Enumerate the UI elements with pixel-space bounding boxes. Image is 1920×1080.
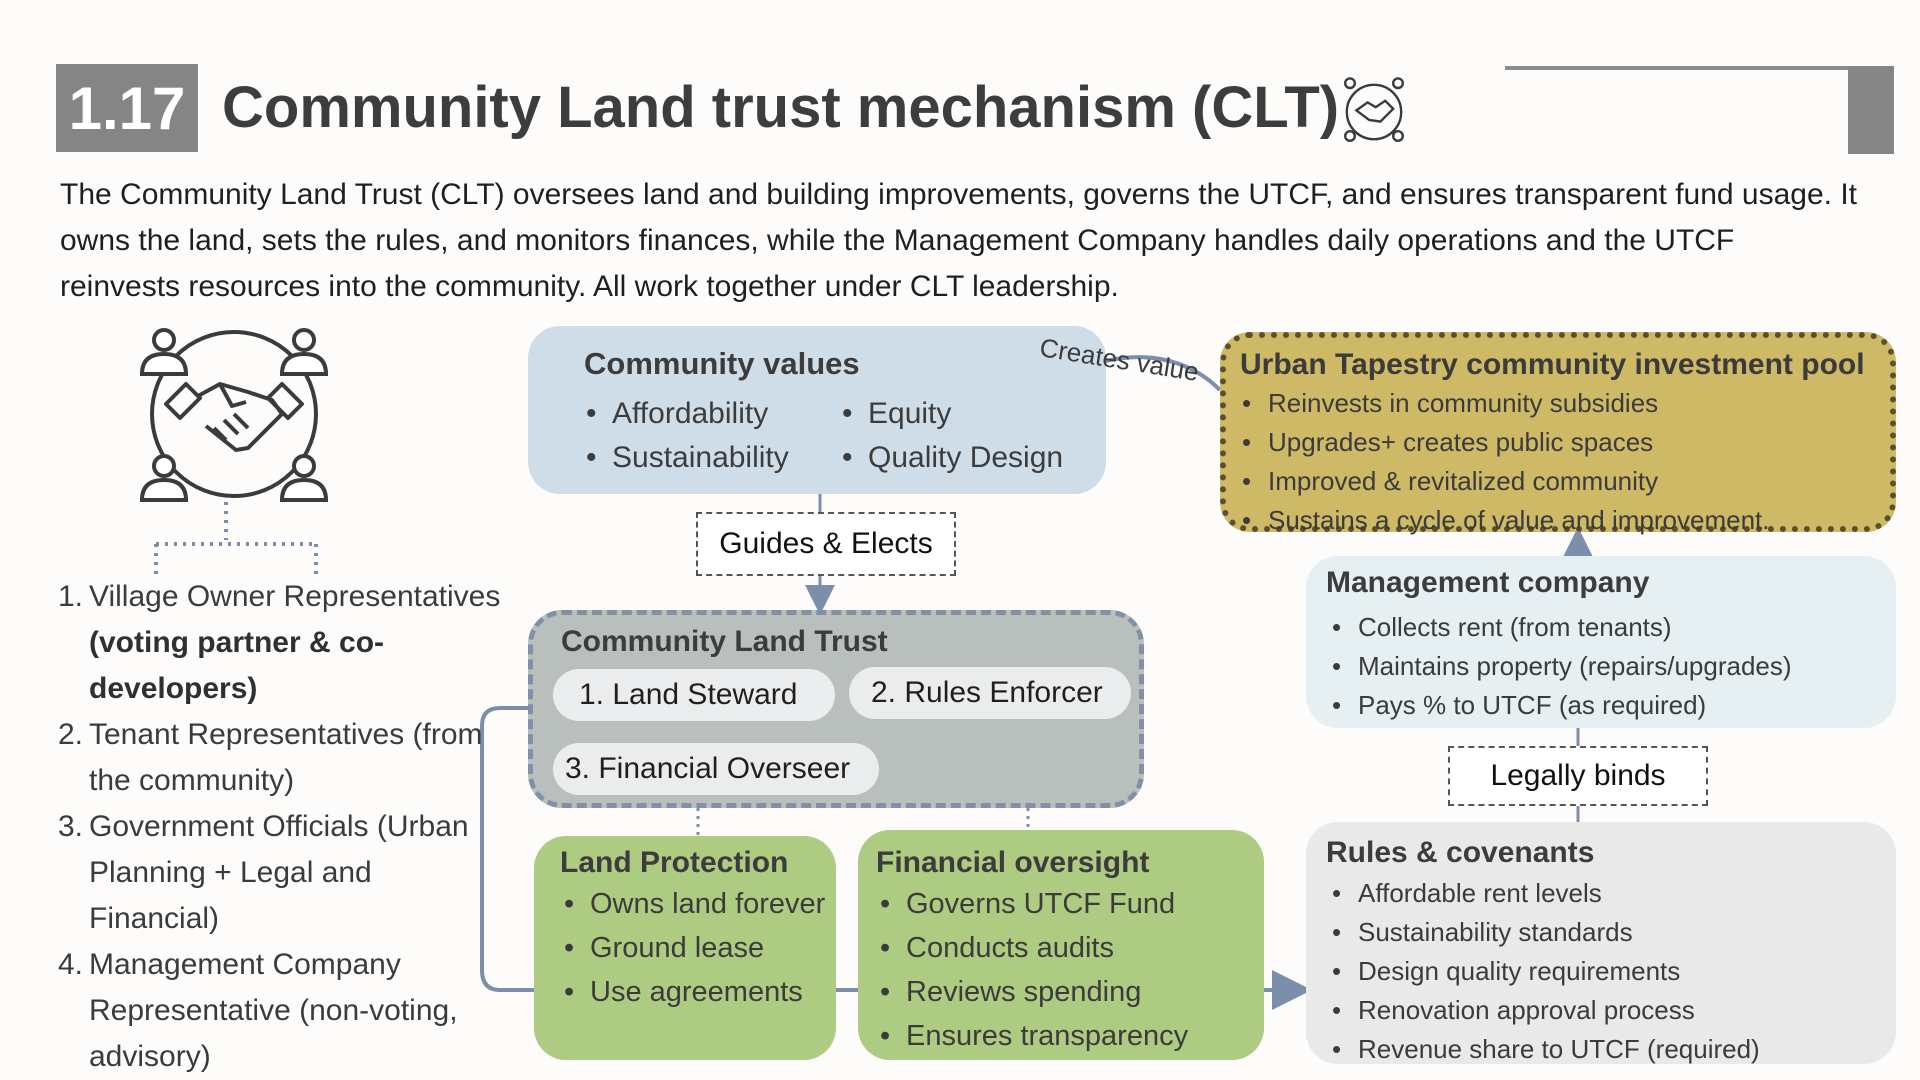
list-item: 2.Tenant Representatives (from the commu… [58,718,483,797]
list-item: 3.Government Officials (Urban Planning +… [58,810,469,935]
list-item: Sustains a cycle of value and improvemen… [1240,501,1890,540]
list-item: Reviews spending [878,970,1264,1014]
community-handshake-icon [139,328,329,502]
list-item: Collects rent (from tenants) [1330,608,1896,647]
list-item: Owns land forever [562,882,836,926]
box-title: Management company [1326,566,1650,599]
box-title: Urban Tapestry community investment pool [1240,348,1865,381]
list-item: Affordable rent levels [1330,874,1896,913]
list-item: Renovation approval process [1330,991,1896,1030]
decorative-line [1505,66,1850,70]
list-item: Sustainability [584,436,840,480]
box-title: Land Protection [560,846,789,879]
box-title: Community values [584,346,860,381]
decorative-block [1848,66,1894,154]
page-title: Community Land trust mechanism (CLT) [222,75,1340,140]
box-title: Financial oversight [876,846,1150,879]
box-title: Rules & covenants [1326,836,1595,869]
list-item: Governs UTCF Fund [878,882,1264,926]
role-pill-rules-enforcer: 2. Rules Enforcer [849,667,1131,719]
member-list: 1.Village Owner Representatives (voting … [58,574,508,1080]
financial-oversight-box: Financial oversight Governs UTCF Fund Co… [858,830,1264,1060]
list-item: Maintains property (repairs/upgrades) [1330,647,1896,686]
list-item: Design quality requirements [1330,952,1896,991]
list-item: Ground lease [562,926,836,970]
community-land-trust-box: Community Land Trust 1. Land Steward 2. … [528,610,1144,808]
legally-binds-label: Legally binds [1448,746,1708,806]
list-item: Equity [840,392,1080,436]
rules-covenants-box: Rules & covenants Affordable rent levels… [1306,822,1896,1069]
list-item: Reinvests in community subsidies [1240,384,1890,423]
community-handshake-icon [1344,77,1404,142]
list-item: Quality Design [840,436,1080,480]
role-pill-land-steward: 1. Land Steward [553,669,835,721]
intro-paragraph: The Community Land Trust (CLT) oversees … [60,178,1858,303]
list-item: Revenue share to UTCF (required) [1330,1030,1896,1069]
list-item: Pays % to UTCF (as required) [1330,686,1896,725]
list-item: Upgrades+ creates public spaces [1240,423,1890,462]
land-protection-box: Land Protection Owns land forever Ground… [534,836,836,1060]
list-item: Conducts audits [878,926,1264,970]
list-item: Ensures transparency [878,1014,1264,1058]
list-item: Affordability [584,392,840,436]
list-item: Sustainability standards [1330,913,1896,952]
role-pill-financial-overseer: 3. Financial Overseer [553,743,879,795]
community-values-box: Community values Affordability Equity Su… [528,326,1106,494]
section-number: 1.17 [56,64,198,152]
list-item: 4.Management Company Representative (non… [58,948,458,1073]
guides-elects-label: Guides & Elects [696,512,956,576]
box-title: Community Land Trust [561,625,888,658]
list-item: 1.Village Owner Representatives (voting … [58,580,501,705]
list-item: Improved & revitalized community [1240,462,1890,501]
list-item: Use agreements [562,970,836,1014]
investment-pool-box: Urban Tapestry community investment pool… [1220,332,1896,540]
management-company-box: Management company Collects rent (from t… [1306,556,1896,728]
